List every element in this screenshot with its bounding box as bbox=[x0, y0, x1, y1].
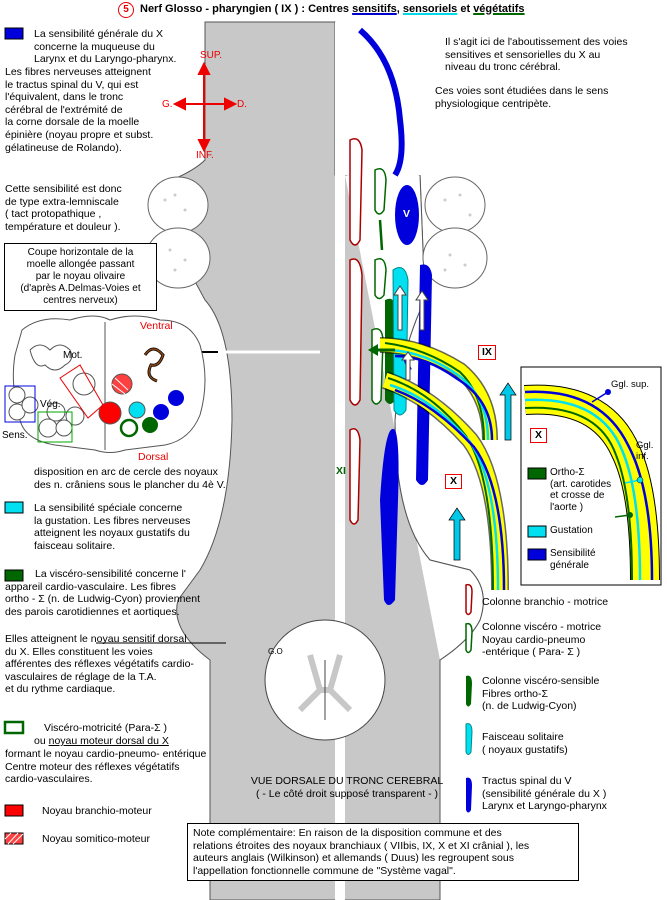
brainstem-right-transparent bbox=[335, 22, 345, 900]
legend-spinal-v: Tractus spinal du V (sensibilité général… bbox=[482, 775, 607, 813]
visceromotor-column-1 bbox=[374, 168, 387, 215]
visceromotor-text: Viscéro-motricité (Para-Σ ) bbox=[44, 722, 167, 734]
ix-label: IX bbox=[478, 345, 496, 360]
legend-icons bbox=[465, 583, 473, 813]
xi-label: XI bbox=[336, 465, 346, 477]
olive-right bbox=[422, 176, 488, 289]
complementary-note: Note complémentaire: En raison de la dis… bbox=[187, 823, 579, 882]
branchio-column-outline-2 bbox=[349, 258, 363, 406]
dorsal-label: Dorsal bbox=[138, 451, 169, 463]
ggl-inf-label: Ggl. inf. bbox=[636, 440, 654, 462]
sens-label: Sens. bbox=[2, 430, 28, 441]
inset-gust-label: Gustation bbox=[550, 525, 593, 536]
intro-text: Il s'agit ici de l'aboutissement des voi… bbox=[445, 36, 628, 74]
branchio-column-outline-3 bbox=[349, 428, 361, 525]
branchio-motor-label: Noyau branchio-moteur bbox=[42, 805, 152, 817]
legend-solitary: Faisceau solitaire ( noyaux gustatifs) bbox=[482, 731, 568, 756]
general-sensitivity-detail: Les fibres nerveuses atteignent le tract… bbox=[5, 66, 154, 154]
spinal-cord-section bbox=[264, 619, 386, 741]
veg-label: Vég. bbox=[40, 399, 61, 410]
dorsal-motor-nucleus-text: ou noyau moteur dorsal du X bbox=[34, 735, 169, 747]
nerve-xi bbox=[380, 428, 399, 605]
visceromotor-column-2 bbox=[374, 258, 387, 300]
orientation-cross bbox=[172, 61, 238, 153]
sup-label: SUP. bbox=[200, 50, 223, 61]
d-label: D. bbox=[237, 99, 247, 110]
tract-arrows bbox=[393, 285, 429, 381]
spinal-tract-v bbox=[358, 27, 405, 177]
cardio-pneumo-text: formant le noyau cardio-pneumo- entériqu… bbox=[5, 748, 207, 786]
inset-sens-label: Sensibilité générale bbox=[550, 548, 596, 571]
inset-ortho-label: Ortho-Σ (art. carotides et crosse de l'a… bbox=[550, 467, 612, 513]
viscerosensitivity-text-2: Elles atteignent le noyau sensitif dorsa… bbox=[5, 633, 194, 696]
ggl-sup-label: Ggl. sup. bbox=[611, 379, 650, 390]
dorsal-view-caption: VUE DORSALE DU TRONC CEREBRAL ( - Le côt… bbox=[250, 775, 444, 800]
general-sensitivity-text: La sensibilité générale du X concerne la… bbox=[34, 28, 177, 66]
disposition-text: disposition en arc de cercle des noyaux … bbox=[34, 466, 226, 491]
intro-text-2: Ces voies sont étudiées dans le sens phy… bbox=[435, 85, 609, 110]
go-label: G.O bbox=[268, 647, 283, 656]
olive-left bbox=[145, 176, 211, 289]
nerve-ix-bundle bbox=[379, 337, 498, 441]
inf-label: INF. bbox=[196, 150, 214, 161]
v-nucleus bbox=[395, 185, 419, 245]
somitico-motor-label: Noyau somitico-moteur bbox=[42, 833, 150, 845]
incoming-arrows bbox=[448, 382, 517, 561]
x-label: X bbox=[445, 474, 463, 489]
ventral-label: Ventral bbox=[140, 320, 173, 332]
legend-visceromotor: Colonne viscéro - motrice Noyau cardio-p… bbox=[482, 621, 602, 659]
nerve-x-bundle bbox=[381, 371, 509, 591]
g-label: G. bbox=[162, 99, 173, 110]
medulla-section bbox=[4, 315, 206, 453]
gustation-text: La sensibilité spéciale concerne la gust… bbox=[34, 502, 191, 552]
inset-x-label: X bbox=[530, 428, 548, 443]
branchio-column-outline-1 bbox=[349, 138, 363, 246]
inset-bundle bbox=[524, 384, 660, 581]
legend-branchio: Colonne branchio - motrice bbox=[482, 596, 609, 608]
extralemniscal-text: Cette sensibilité est donc de type extra… bbox=[5, 183, 122, 233]
section-number: 5 bbox=[118, 2, 134, 18]
mot-label: Mot. bbox=[63, 350, 83, 361]
legend-viscerosensory: Colonne viscéro-sensible Fibres ortho-Σ … bbox=[482, 675, 600, 713]
coupe-caption: Coupe horizontale de la moelle allongée … bbox=[4, 243, 157, 311]
viscerosensitivity-text: La viscéro-sensibilité concerne l' appar… bbox=[5, 568, 201, 618]
v-label: V bbox=[403, 208, 411, 220]
